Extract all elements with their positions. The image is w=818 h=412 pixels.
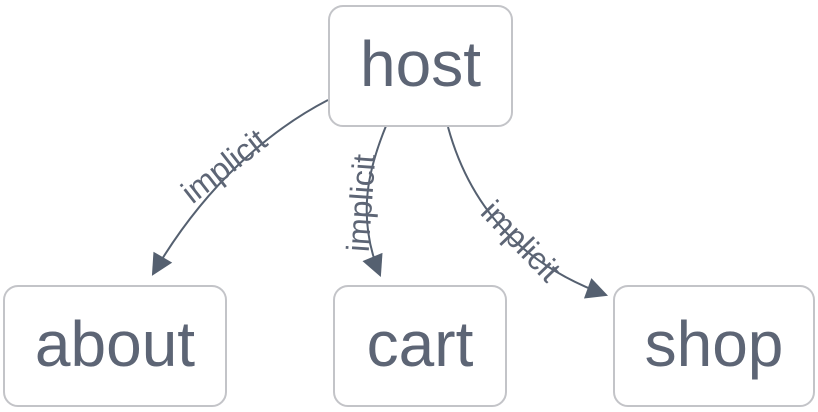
edge-label-host-cart: implicit (339, 152, 383, 254)
node-host[interactable]: host (328, 5, 513, 127)
edge-label-host-about: implicit (174, 121, 274, 211)
edge-label-host-shop: implicit (474, 193, 568, 289)
node-shop-label: shop (644, 308, 784, 380)
node-about[interactable]: about (3, 285, 227, 407)
node-cart[interactable]: cart (333, 285, 507, 407)
node-host-label: host (360, 28, 481, 100)
node-shop[interactable]: shop (613, 285, 815, 407)
node-cart-label: cart (366, 308, 474, 380)
node-about-label: about (34, 308, 196, 380)
